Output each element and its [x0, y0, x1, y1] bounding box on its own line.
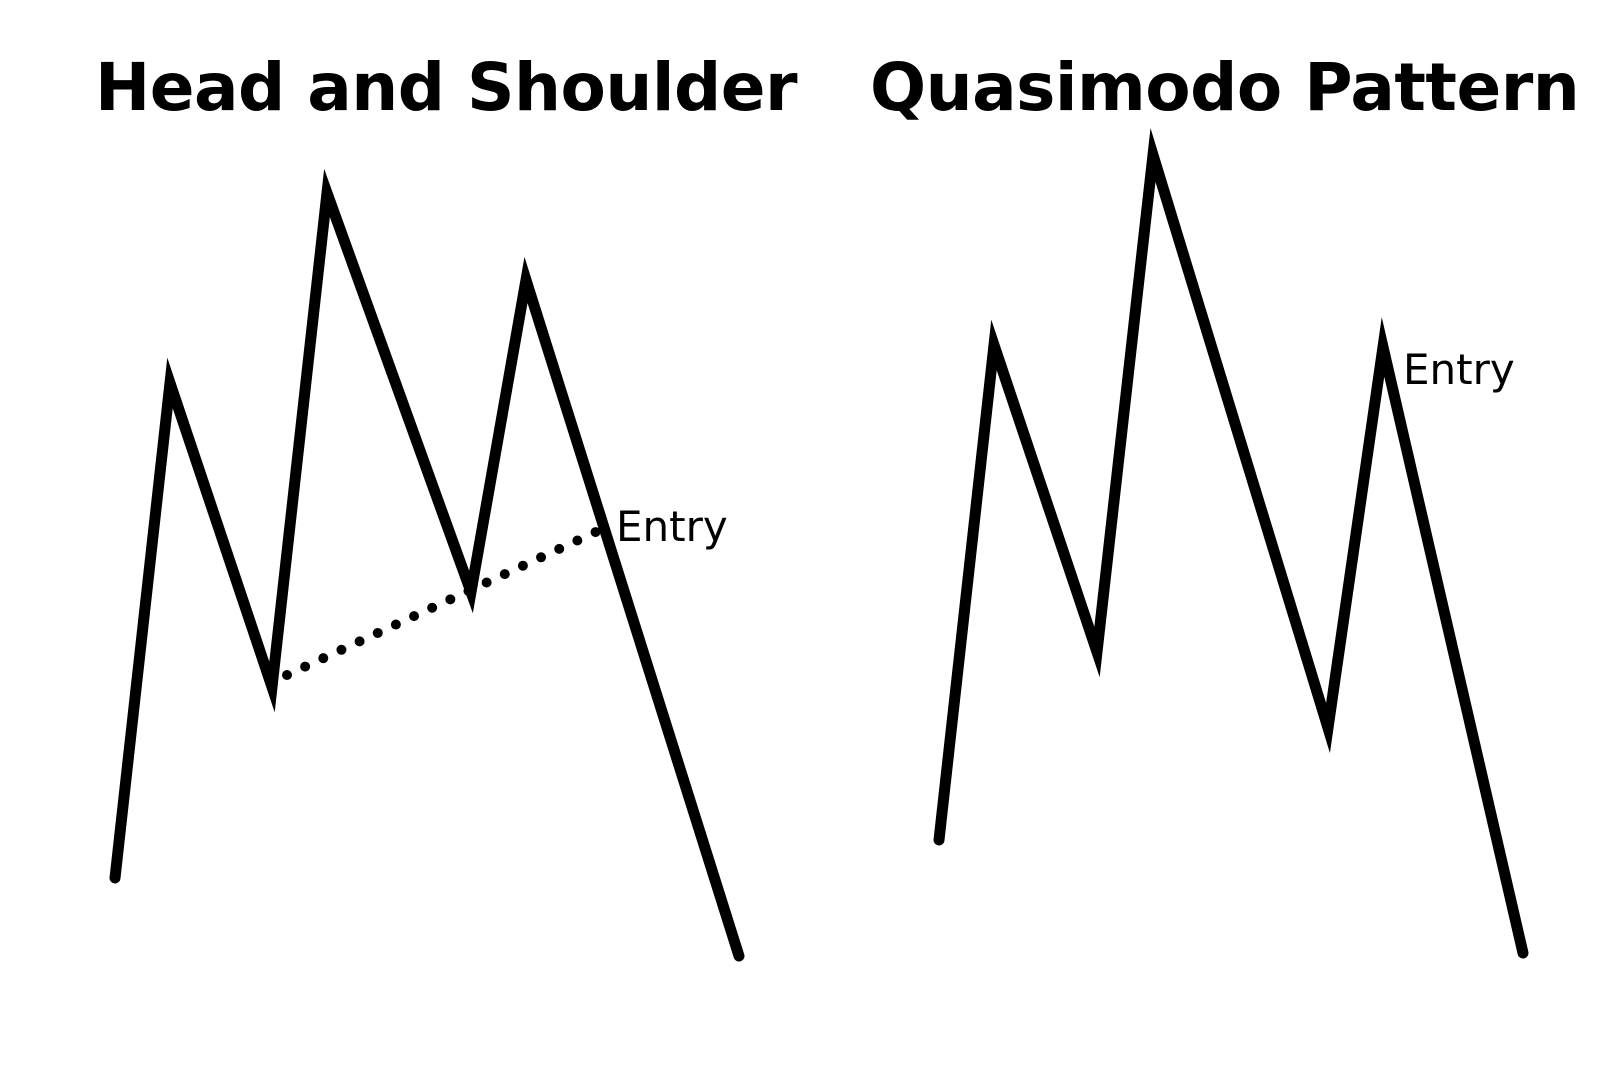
head-and-shoulder-diagram: Entry [109, 168, 745, 962]
quasimodo-entry-label: Entry [1403, 345, 1515, 394]
head-and-shoulder-price-path [109, 168, 745, 962]
quasimodo-pattern-diagram: Entry [933, 128, 1529, 959]
quasimodo-pattern-title: Quasimodo Pattern [870, 49, 1580, 126]
neckline-dotted [282, 525, 605, 680]
head-and-shoulder-title: Head and Shoulder [95, 49, 798, 126]
head-and-shoulder-entry-label: Entry [616, 502, 728, 551]
quasimodo-price-path [933, 128, 1529, 959]
